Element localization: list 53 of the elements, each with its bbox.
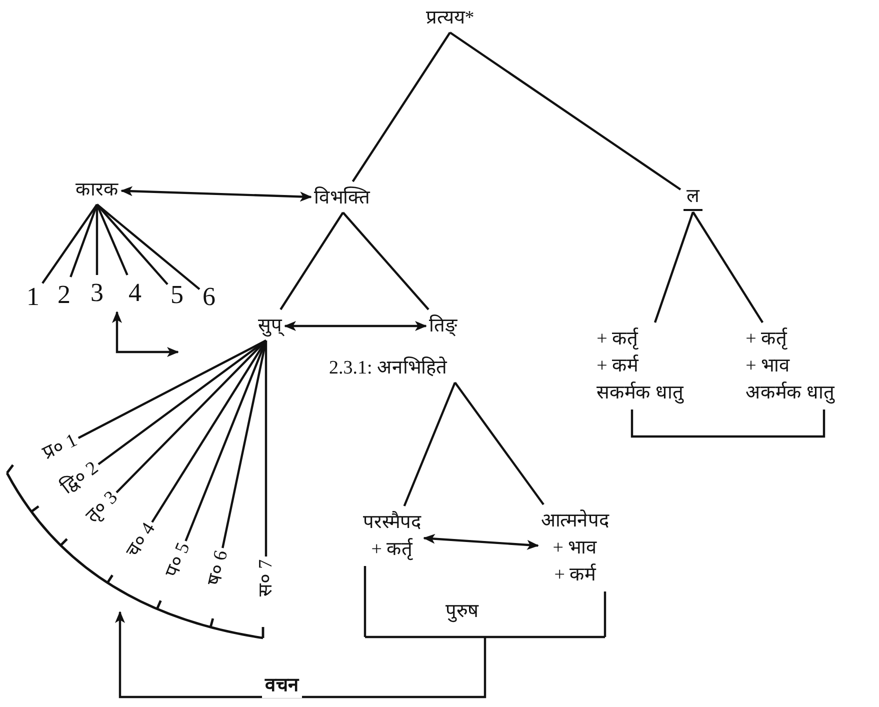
tree-line	[403, 382, 456, 506]
case-label: ष० 6	[202, 548, 234, 588]
tree-line	[96, 204, 200, 290]
tree-line	[692, 211, 764, 324]
case-number: 2	[58, 280, 70, 310]
case-label: च० 4	[122, 518, 160, 563]
tree-line	[280, 212, 344, 310]
tree-line	[70, 204, 98, 278]
case-number: 5	[170, 280, 184, 310]
node-label: + भाव	[552, 536, 598, 560]
tree-line	[42, 204, 98, 284]
case-number: 3	[90, 278, 104, 308]
case-number: 4	[128, 278, 142, 308]
case-number: 6	[202, 282, 216, 312]
node-label: आत्मनेपद	[541, 508, 609, 534]
tree-line	[98, 340, 267, 466]
tree-line	[96, 204, 128, 276]
tree-line	[96, 204, 98, 275]
tree-line	[264, 340, 268, 556]
node-label: विभक्ति	[314, 186, 370, 210]
node-label: अकर्मक धातु	[746, 380, 834, 406]
arrow	[120, 186, 312, 202]
node-label: + भाव	[746, 354, 790, 378]
node-label: + कर्तृ	[596, 326, 638, 352]
tree-line	[96, 204, 168, 286]
node-label: + कर्तृ	[371, 537, 413, 562]
tree-line	[654, 212, 694, 323]
case-label: स० 7	[254, 559, 278, 597]
node-label: प्रत्यय*	[426, 6, 474, 30]
arrow	[423, 534, 539, 550]
tree-line	[454, 382, 544, 506]
tree-line	[116, 340, 267, 494]
node-label: तिङ्	[429, 314, 457, 338]
tree-line	[352, 32, 451, 182]
node-label: कारक	[76, 178, 118, 202]
tree-line	[222, 340, 268, 548]
tree-line	[449, 32, 682, 190]
node-label: परस्मैपद	[363, 510, 421, 535]
arrow	[284, 321, 427, 331]
case-label: प० 5	[160, 538, 196, 582]
node-label: + कर्म	[596, 354, 638, 378]
node-label: सुप्	[258, 312, 282, 340]
tree-line	[342, 212, 430, 310]
bracket-line	[630, 410, 826, 438]
node-label: + कर्म	[554, 562, 596, 588]
node-label: 2.3.1: अनभिहिते	[328, 356, 448, 380]
arrow	[115, 564, 606, 698]
tree-line	[78, 340, 266, 439]
arrow	[112, 311, 179, 357]
case-number: 1	[26, 282, 40, 312]
node-label: + कर्तृ	[746, 326, 788, 352]
node-label: सकर्मक धातु	[596, 380, 684, 406]
node-label: ल	[684, 185, 702, 211]
